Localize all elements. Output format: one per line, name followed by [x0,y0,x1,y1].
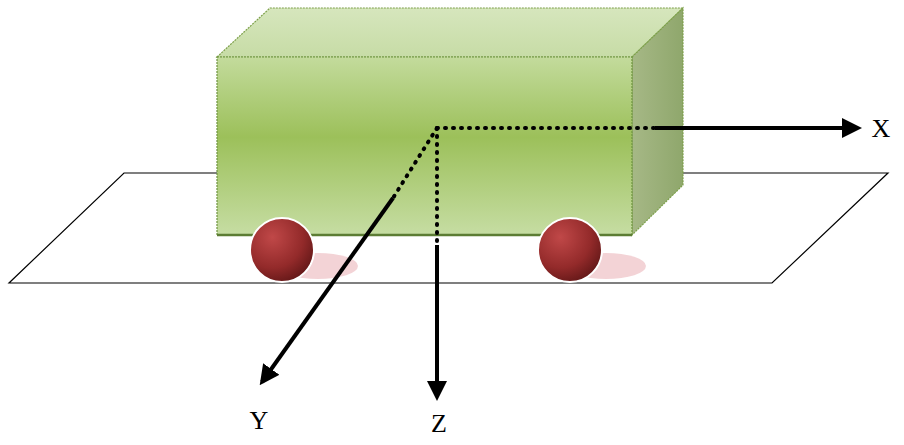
axis-label: Y [250,408,269,434]
axis-label: X [872,116,891,142]
wheel [538,218,602,282]
axis-label: Z [431,411,447,437]
box-front [217,57,632,235]
axis-dotted [393,128,655,245]
box-top [217,8,683,57]
wheel [250,218,314,282]
axis-arrow [262,128,858,397]
box-side [632,8,683,235]
